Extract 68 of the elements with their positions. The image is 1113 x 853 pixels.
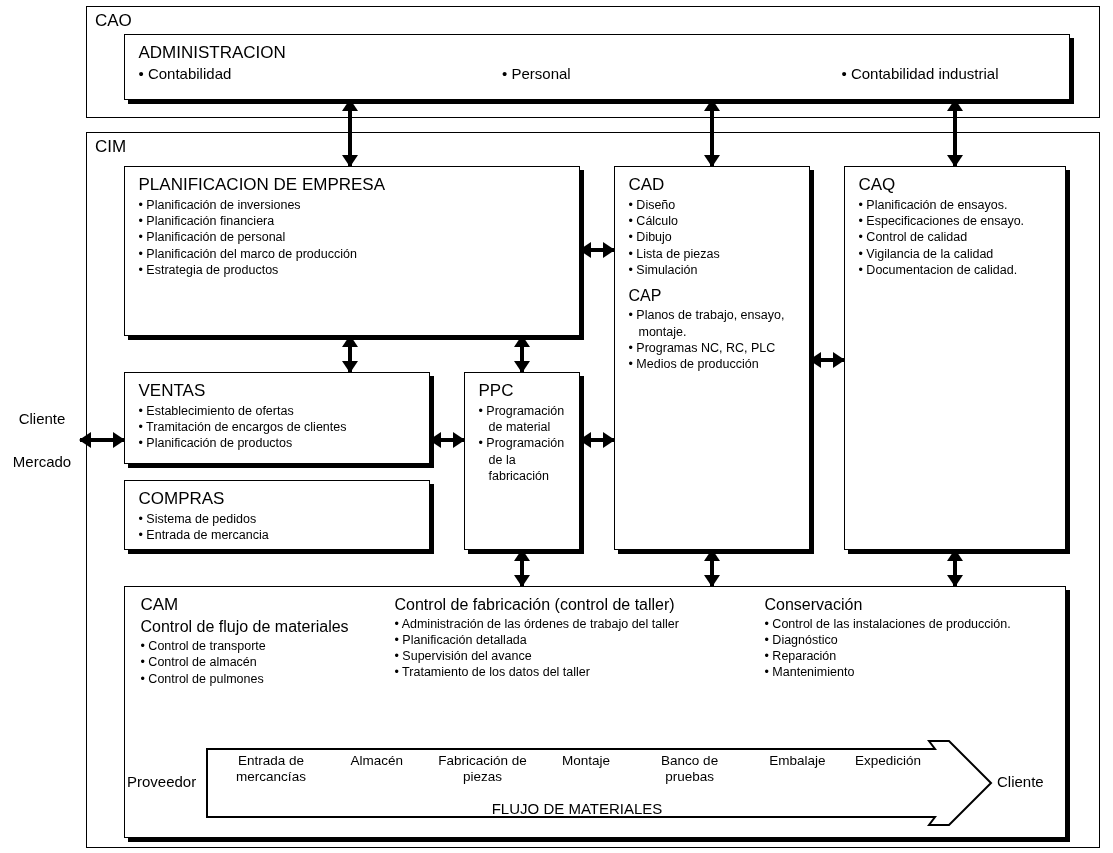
list-item: • Control de las instalaciones de producción. xyxy=(764,615,1012,632)
list-item: • Programación de material xyxy=(478,402,566,436)
double-arrow xyxy=(79,432,125,448)
list-item: • Documentacion de calidad. xyxy=(858,261,1019,279)
flow-step: Banco de pruebas xyxy=(639,753,740,785)
list-item: • Planificación de ensayos. xyxy=(858,196,1009,214)
box-heading: VENTAS xyxy=(138,380,207,401)
node-label: Mercado xyxy=(12,453,72,470)
list-item: • Planos de trabajo, ensayo, montaje. xyxy=(628,307,786,340)
box-heading: PLANIFICACION DE EMPRESA xyxy=(138,174,387,195)
list-item: • Tratamiento de los datos del taller xyxy=(394,664,591,681)
box-heading: CAM xyxy=(140,594,180,615)
list-item: • Cálculo xyxy=(628,213,680,230)
box-heading: CAQ xyxy=(858,174,897,195)
endpoint-label: Proveedor xyxy=(127,773,197,790)
node-label: Cliente xyxy=(18,410,66,427)
frame-title: CAO xyxy=(95,11,132,31)
flow-step: Fabricación de piezas xyxy=(432,753,533,785)
frame-title: CIM xyxy=(95,137,127,157)
list-item: • Estrategia de productos xyxy=(138,261,280,279)
outer-frame xyxy=(86,132,1100,848)
list-item: • Planificación de productos xyxy=(138,435,294,452)
flow-step: Montaje xyxy=(562,753,611,769)
endpoint-label: Cliente xyxy=(997,773,1044,790)
list-item: • Planificación financiera xyxy=(138,213,276,230)
list-item: • Sistema de pedidos xyxy=(138,510,258,528)
list-item: • Dibujo xyxy=(628,229,673,246)
list-item: • Programas NC, RC, PLC xyxy=(628,339,777,357)
list-item: • Simulación xyxy=(628,261,699,279)
list-item: • Control de almacén xyxy=(140,654,258,671)
flow-step: Expedición xyxy=(854,753,921,769)
flow-step: Entrada de mercancías xyxy=(221,753,321,785)
box-heading: PPC xyxy=(478,380,515,401)
list-item: • Control de calidad xyxy=(858,229,969,246)
box-heading: Control de flujo de materiales xyxy=(140,616,350,637)
list-item: • Planificación de personal xyxy=(138,229,287,246)
box-heading: CAP xyxy=(628,286,663,306)
box-heading: Control de fabricación (control de taller) xyxy=(394,594,676,614)
list-item: • Personal xyxy=(502,64,571,82)
list-item: • Diagnóstico xyxy=(764,631,839,649)
list-item: • Mantenimiento xyxy=(764,664,856,681)
list-item: • Lista de piezas xyxy=(628,245,721,262)
list-item: • Planificación de inversiones xyxy=(138,196,302,214)
box-heading: COMPRAS xyxy=(138,488,226,509)
list-item: • Diseño xyxy=(628,196,677,214)
box-heading: ADMINISTRACION xyxy=(138,42,287,63)
list-item: • Vigilancia de la calidad xyxy=(858,245,995,262)
list-item: • Contabilidad xyxy=(138,64,232,82)
list-item: • Especificaciones de ensayo. xyxy=(858,213,1026,230)
flow-step: Embalaje xyxy=(769,753,826,769)
outer-frame xyxy=(86,6,1100,118)
list-item: • Planificación del marco de producción xyxy=(138,245,358,262)
list-item: • Tramitación de encargos de clientes xyxy=(138,419,348,436)
list-item: • Contabilidad industrial xyxy=(841,64,999,82)
list-item: • Programación de la fabricación xyxy=(478,435,566,485)
list-item: • Administración de las órdenes de trabajo del taller xyxy=(394,615,680,632)
list-item: • Planificación detallada xyxy=(394,631,528,649)
list-item: • Establecimiento de ofertas xyxy=(138,402,295,420)
list-item: • Control de pulmones xyxy=(140,670,265,687)
list-item: • Reparación xyxy=(764,648,838,665)
box-heading: CAD xyxy=(628,174,666,195)
list-item: • Supervisión del avance xyxy=(394,648,533,665)
box-heading: Conservación xyxy=(764,594,864,614)
flow-title: FLUJO DE MATERIALES xyxy=(490,800,664,817)
list-item: • Entrada de mercancia xyxy=(138,527,270,544)
list-item: • Medios de producción xyxy=(628,356,760,373)
list-item: • Control de transporte xyxy=(140,638,267,655)
flow-step: Almacén xyxy=(350,753,404,769)
